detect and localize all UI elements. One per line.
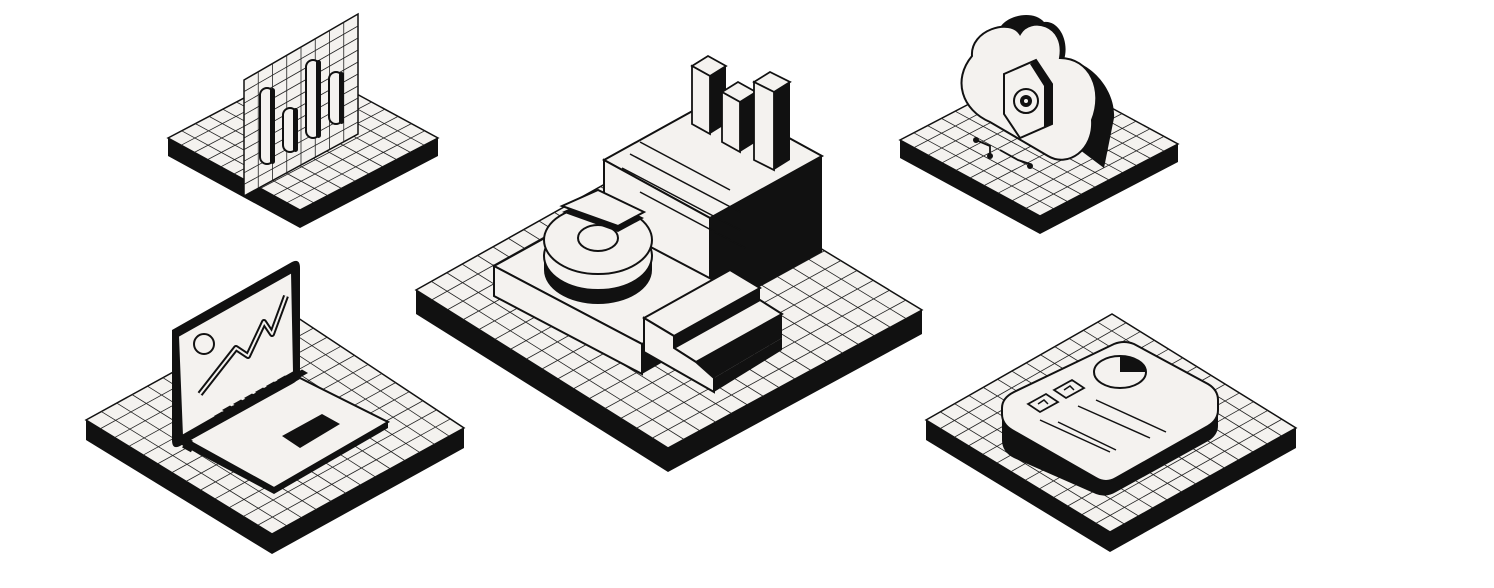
keyboard-key: [233, 399, 247, 408]
cloud-security-tile: [898, 15, 1180, 234]
keyboard-key: [255, 387, 269, 396]
grid-line: [270, 318, 450, 437]
grid-line: [257, 418, 451, 526]
keyboard-key: [198, 423, 212, 432]
grid-line: [1095, 418, 1283, 524]
grid-line: [940, 411, 1125, 525]
grid-line: [1081, 410, 1268, 516]
analytics-dashboard-icon: [491, 54, 825, 394]
bar-chart-panel-tile: [166, 12, 440, 228]
keyboard-key: [222, 405, 236, 414]
keyboard-key: [266, 381, 280, 390]
grid-line: [243, 409, 437, 517]
report-card-icon: [1001, 341, 1219, 496]
bar-chart-icon: [243, 12, 359, 198]
dashboard-blocks-tile: [414, 54, 924, 472]
keyboard-key: [294, 369, 308, 378]
panel-grid-line: [243, 121, 359, 185]
grid-line: [101, 411, 287, 527]
panel-grid-line: [243, 25, 359, 92]
grid-line: [286, 130, 425, 204]
grid-line: [939, 322, 1127, 429]
grid-line: [1025, 136, 1165, 209]
keyboard-key: [206, 417, 220, 426]
laptop-chart-icon: [172, 260, 391, 494]
laptop-tile: [84, 260, 466, 554]
report-card-tile: [924, 313, 1298, 552]
grid-line: [273, 123, 412, 196]
cloud-lock-icon: [960, 15, 1115, 169]
keyboard-key: [244, 393, 258, 402]
grid-line: [260, 116, 399, 189]
keyboard-key: [277, 375, 291, 384]
grid-line: [1011, 128, 1151, 202]
grid-line: [116, 402, 302, 519]
grid-line: [652, 299, 906, 439]
keyboard-key: [214, 411, 228, 420]
